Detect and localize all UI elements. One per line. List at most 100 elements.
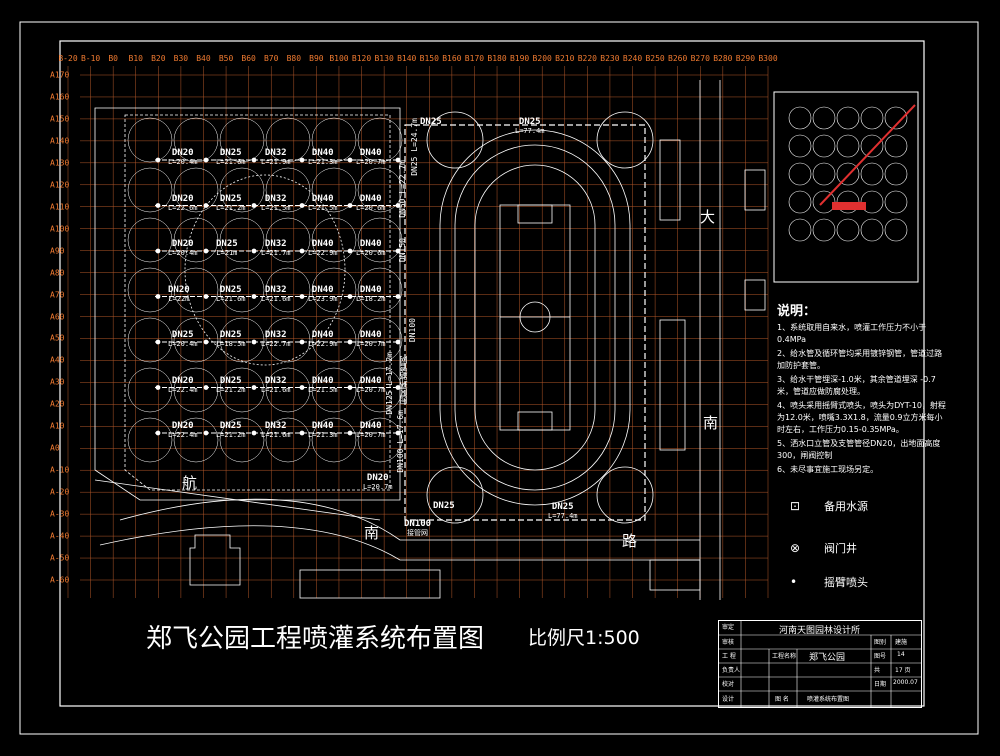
sprinkler-coverage-circle: [219, 117, 265, 163]
road-edge: [99, 525, 700, 561]
note-item: 4、喷头采用摇臂式喷头，喷头为DYT-10，射程为12.0米，喷嘴3.3X1.8…: [777, 401, 946, 434]
sprinkler-coverage-circle: [127, 167, 173, 213]
sprinkler-head: [251, 385, 257, 390]
sprinkler-head: [395, 385, 401, 390]
pipe-diameter: DN25: [219, 284, 242, 295]
building-outline: [189, 534, 241, 586]
pipe-length: L=21.6m: [216, 294, 246, 303]
sprinkler-coverage-circle: [311, 217, 357, 263]
sprinkler-coverage-circle: [265, 367, 311, 413]
pipe-length: L=21.9m: [261, 158, 291, 166]
inset-tree-circle: [884, 134, 908, 158]
pipe-length: L=22m: [168, 294, 190, 303]
sprinkler-coverage-circle: [311, 267, 357, 313]
role-label: 负责人: [722, 667, 741, 674]
pipe-diameter: DN25: [171, 330, 194, 340]
sprinkler-coverage-circle: [426, 466, 484, 524]
column-tick-label: B260: [668, 54, 688, 63]
vertical-pipe-label: DN50 L=22.7m: [398, 160, 407, 218]
pipe-diameter: DN25: [216, 239, 238, 249]
coordinate-grid: [67, 66, 769, 598]
design-notes: 说明： 1、系统取用自来水，喷灌工作压力不小于0.4MPa 2、给水管及循环管均…: [777, 305, 947, 478]
pipe-length: L=21.6m: [261, 294, 291, 303]
sprinkler-coverage-circle: [173, 217, 219, 263]
role-label: 审定: [722, 624, 735, 631]
inset-tree-circle: [812, 134, 836, 158]
row-tick-label: A-10: [50, 465, 70, 475]
column-tick-label: B170: [464, 54, 485, 63]
inset-tree-circle: [812, 162, 836, 186]
pipe-diameter: DN20: [171, 193, 194, 204]
title-block: 河南天图园林设计所 审定 审核 工 程 负责人 校对 设计 工程名称 郑飞公园 …: [718, 620, 922, 708]
pipe-length: L=22.4m: [168, 385, 198, 394]
role-label: 校对: [722, 681, 735, 688]
legend-label: 备用水源: [824, 500, 868, 513]
column-tick-label: B250: [645, 54, 665, 63]
vertical-pipe-label: DN25 L=24.7m: [410, 118, 419, 176]
vertical-pipe-label: DN100 L=17.6m: [396, 410, 405, 473]
pipe-diameter: DN40: [311, 148, 334, 158]
pipe-length: L=22.9m: [308, 340, 338, 348]
sprinkler-coverage-circle: [265, 417, 311, 463]
pipe-diameter: DN25: [219, 375, 242, 386]
row-tick-label: A80: [50, 268, 65, 278]
pipe-length: L=21m: [216, 249, 238, 257]
sprinkler-coverage-circle: [265, 317, 311, 363]
pipe-length: L=18.5m: [216, 340, 246, 348]
inset-location-map: [773, 91, 919, 283]
pipe-diameter: DN20: [171, 375, 194, 386]
field-value: 17 页: [895, 667, 911, 674]
vertical-pipe-label: DN100: [408, 318, 417, 343]
spare-water-source-icon: ⊡: [790, 499, 801, 513]
sprinkler-head: [347, 430, 353, 436]
pipe-length: L=20.6m: [356, 249, 386, 257]
sprinkler-head: [347, 339, 353, 345]
vertical-pipe-label: DN150: [398, 238, 407, 263]
note-item: 6、未尽事宜施工现场另定。: [777, 465, 879, 474]
inset-tree-circle: [836, 218, 860, 242]
row-tick-label: A140: [50, 136, 70, 146]
road-label: 南: [364, 524, 380, 542]
inset-tree-circle: [812, 218, 836, 242]
sprinkler-head: [203, 385, 209, 390]
pipe-diameter: DN25: [219, 421, 242, 431]
inset-tree-circle: [884, 162, 908, 186]
sprinkler-head: [251, 248, 257, 254]
inset-tree-circle: [836, 106, 860, 130]
note-item: 3、给水干管埋深-1.0米，其余管道埋深 -0.7米，管道应做防腐处理。: [777, 375, 936, 396]
legend-item: ⊗ 阀门井: [790, 540, 857, 556]
drawing-name: 喷灌系统布置图: [807, 696, 850, 703]
pipe-length: L=23.9m: [308, 294, 338, 303]
column-tick-label: B240: [622, 54, 643, 63]
pipe-length: L=18.2m: [356, 294, 386, 303]
pipe-diameter: DN20: [171, 148, 194, 158]
row-tick-label: A10: [50, 421, 65, 431]
site-plan: [94, 80, 766, 600]
pipe-diameter: DN25: [219, 193, 242, 204]
sprinkler-coverage-circle: [219, 217, 265, 263]
column-tick-label: B160: [442, 54, 462, 63]
sprinkler-coverage-circle: [127, 217, 173, 263]
sprinkler-coverage-circle: [357, 367, 403, 413]
rocker-sprinkler-icon: •: [790, 575, 798, 589]
pipe-diameter: DN32: [264, 284, 287, 295]
drawing-name-label: 图 名: [775, 696, 789, 703]
column-tick-label: B190: [509, 54, 530, 63]
field-value: 建施: [895, 639, 908, 646]
row-tick-label: A50: [50, 333, 65, 343]
inset-tree-circle: [884, 106, 908, 130]
pipe-length: L=20.7m: [356, 431, 386, 439]
inset-highlight-area: [832, 202, 866, 210]
